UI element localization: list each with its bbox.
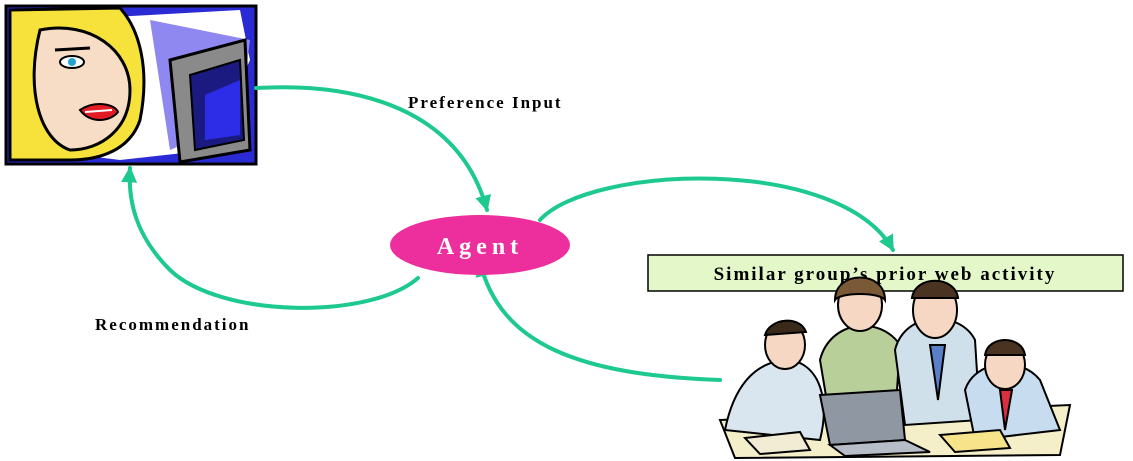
agent-to-similar-group-arrow bbox=[538, 176, 895, 252]
group-to-agent-arrow bbox=[475, 260, 722, 382]
similar-group-label: Similar group’s prior web activity bbox=[714, 264, 1057, 285]
preference-input-label: Preference Input bbox=[408, 93, 563, 112]
similar-group-box: Similar group’s prior web activity bbox=[647, 254, 1124, 292]
recommendation-arrow bbox=[121, 166, 420, 310]
recommendation-label: Recommendation bbox=[95, 315, 250, 334]
preference-input-arrow bbox=[254, 85, 491, 212]
agent-node: Agent bbox=[390, 215, 570, 275]
agent-label: Agent bbox=[437, 234, 523, 260]
user-clipart-image bbox=[4, 4, 258, 166]
group-clipart-image bbox=[718, 276, 1072, 460]
